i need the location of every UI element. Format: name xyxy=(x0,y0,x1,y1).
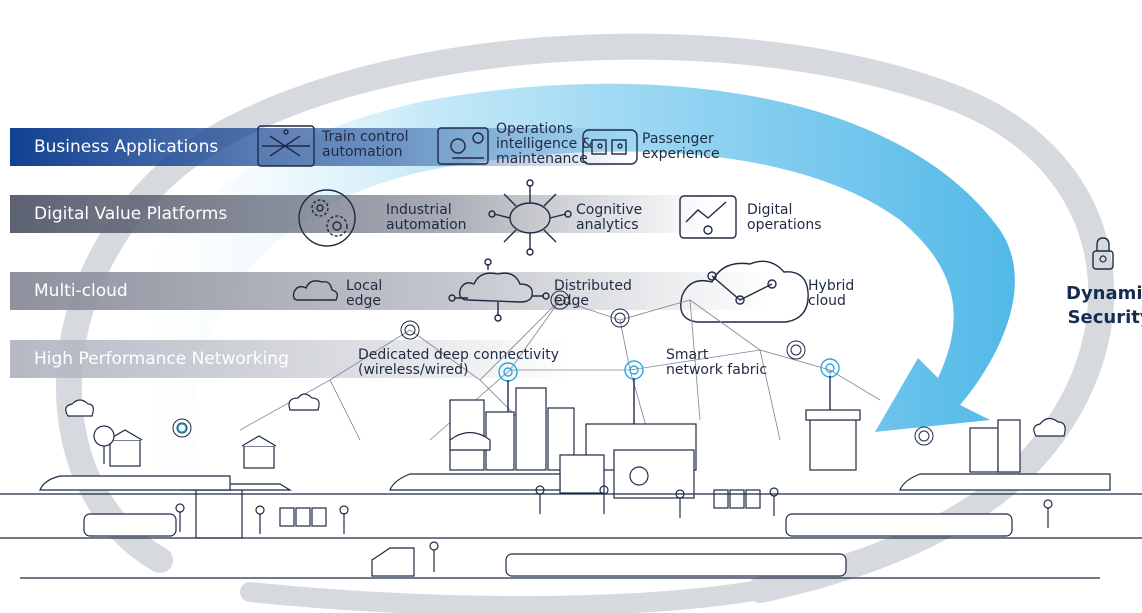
train-control-icon xyxy=(257,125,315,167)
platform-cognitive-label: Cognitive analytics xyxy=(576,202,643,233)
dynamic-security-label: Dynamic Security xyxy=(1066,283,1142,328)
trains xyxy=(39,473,1111,577)
layer-label: Multi-cloud xyxy=(34,281,128,301)
layer-label: High Performance Networking xyxy=(34,349,289,369)
cloud-hybrid-label: Hybrid cloud xyxy=(808,278,855,309)
passenger-icon xyxy=(582,129,638,165)
lock-icon xyxy=(1092,237,1114,270)
layer-label: Business Applications xyxy=(34,137,219,157)
app-operations-label: Operations intelligence & maintenance xyxy=(496,121,593,167)
platform-digital-ops-label: Digital operations xyxy=(747,202,822,233)
trees-clouds xyxy=(65,393,1066,464)
cloud-distributed-edge-label: Distributed edge xyxy=(554,278,632,309)
brain-network-icon xyxy=(488,179,572,256)
local-edge-cloud-icon xyxy=(292,280,339,301)
dashboard-icon xyxy=(679,195,737,239)
app-passenger-label: Passenger experience xyxy=(642,131,720,162)
network-fabric-label: Smart network fabric xyxy=(666,347,768,378)
network-dedicated-label: Dedicated deep connectivity (wireless/wi… xyxy=(358,347,559,378)
layer-band-business xyxy=(10,128,630,166)
rail-tracks xyxy=(0,493,1142,579)
layer-high-performance-networking: High Performance Networking xyxy=(10,340,310,378)
platform-industrial-label: Industrial automation xyxy=(386,202,467,233)
layer-band-multicloud xyxy=(10,272,770,310)
operations-maintenance-icon xyxy=(437,127,489,165)
layer-digital-value-platforms: Digital Value Platforms xyxy=(10,195,270,233)
cloud-local-edge-label: Local edge xyxy=(346,278,383,309)
people-kiosks xyxy=(175,485,1053,572)
app-train-control-label: Train control automation xyxy=(322,129,409,160)
layer-multi-cloud: Multi-cloud xyxy=(10,272,230,310)
gears-icon xyxy=(298,189,356,247)
city-buildings xyxy=(107,387,1021,539)
antenna-towers xyxy=(172,290,934,446)
layer-business-applications: Business Applications xyxy=(10,128,250,166)
layer-label: Digital Value Platforms xyxy=(34,204,228,224)
flow-arrow xyxy=(112,83,1015,470)
layer-band-platforms xyxy=(10,195,710,233)
layer-band-networking xyxy=(10,340,570,378)
hybrid-cloud-icon xyxy=(680,260,809,323)
distributed-cloud-icon xyxy=(448,258,550,322)
